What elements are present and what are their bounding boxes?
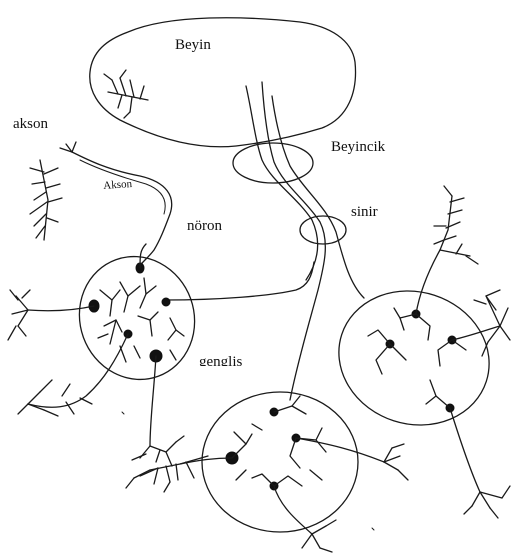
brain-outline [90, 18, 356, 147]
bottom-left-dendrite [132, 436, 184, 466]
label-nerve: sinir [351, 205, 378, 220]
label-cerebellum: Beyincik [331, 140, 385, 155]
ganglion-fiber [150, 356, 156, 446]
label-axon-fiber: Akson [103, 179, 132, 192]
axon-to-nerve [164, 262, 314, 300]
label-ganglion: genglis [199, 355, 242, 366]
fiber-tip-branch [60, 142, 76, 152]
speck-mark [372, 528, 374, 530]
nerve-fiber-3 [272, 96, 364, 298]
left-axon-branch [30, 160, 62, 240]
right-ganglion-fiber [452, 326, 500, 340]
right-top-dendrite [434, 186, 478, 264]
label-neuron: nöron [187, 219, 222, 234]
right-ganglion-outline [321, 272, 506, 445]
long-axon-fiber [72, 152, 172, 268]
bottom-ganglion-fiber [180, 458, 232, 464]
bottom-dendrite-tip [302, 520, 336, 552]
ganglion-fiber [28, 334, 128, 407]
label-axon: akson [13, 117, 48, 132]
neuron-body [162, 298, 170, 306]
speck-mark [122, 412, 124, 414]
ganglion-dendrites [98, 278, 184, 362]
bottom-ganglion-outline [202, 392, 358, 532]
ganglion-fiber [28, 306, 94, 311]
brain-dendrite [104, 70, 148, 118]
bottom-ganglion-fiber [274, 486, 312, 534]
ganglion-outline [62, 240, 212, 396]
right-ganglion-dendrites [368, 308, 466, 408]
label-brain: Beyin [175, 38, 211, 53]
bottom-right-dendrite [384, 444, 408, 480]
right-ganglion-fiber [416, 250, 440, 314]
bottom-ganglion-fiber [296, 438, 384, 462]
right-ganglion-fiber [450, 408, 480, 492]
right-bottom-dendrite [464, 486, 510, 518]
right-side-dendrite [474, 290, 510, 356]
